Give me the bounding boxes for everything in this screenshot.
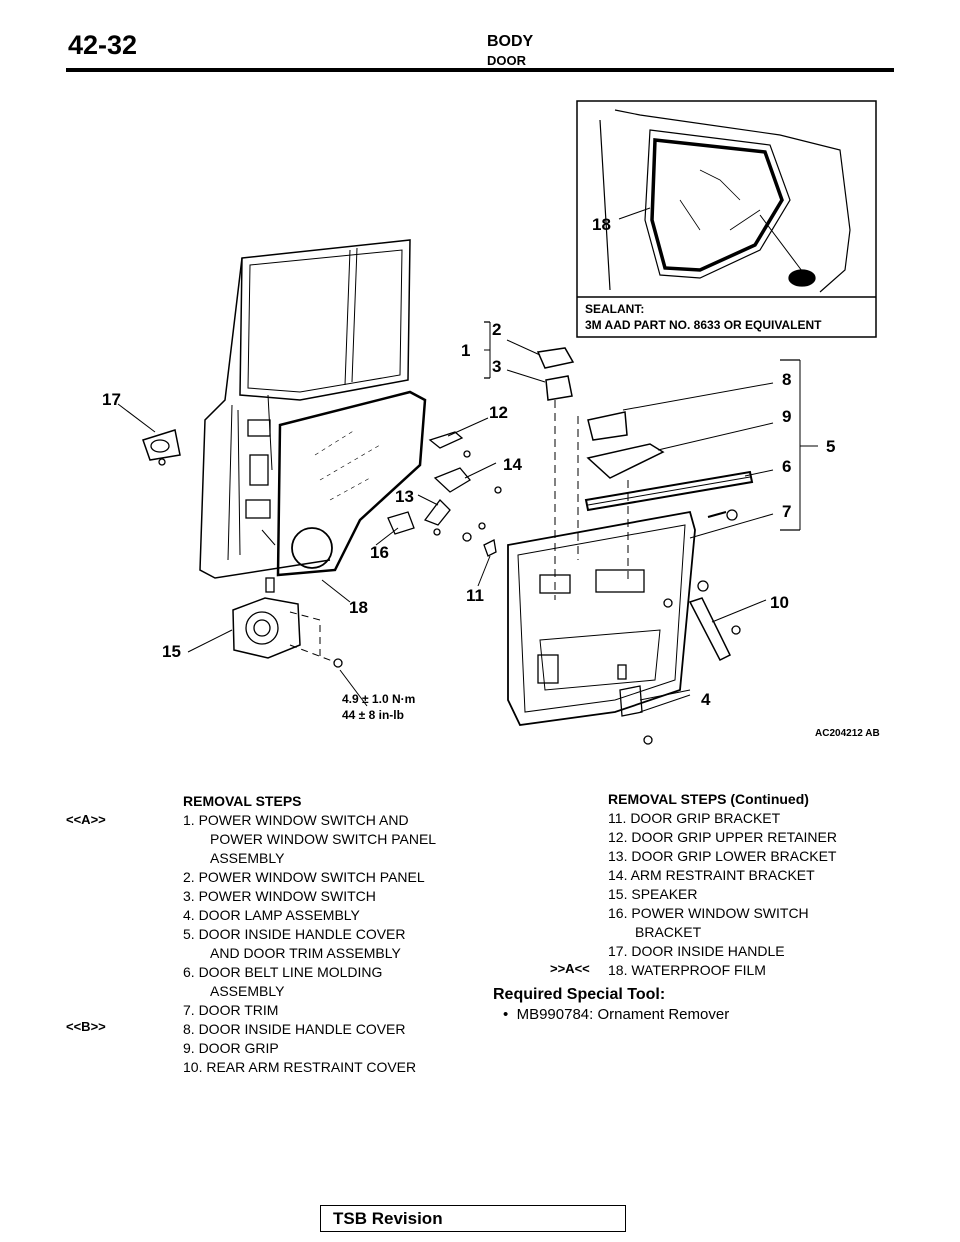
callout-4: 4: [701, 690, 711, 709]
list-item: 13. DOOR GRIP LOWER BRACKET: [608, 848, 837, 864]
marker-a: <<A>>: [66, 812, 106, 827]
callout-8: 8: [782, 370, 792, 389]
removal-steps-continued-title: REMOVAL STEPS (Continued): [608, 791, 809, 807]
callout-17: 17: [102, 390, 121, 409]
callout-18-main: 18: [349, 598, 368, 617]
list-item: 6. DOOR BELT LINE MOLDING: [183, 964, 383, 980]
list-item: 17. DOOR INSIDE HANDLE: [608, 943, 785, 959]
list-item: 1. POWER WINDOW SWITCH AND: [183, 812, 409, 828]
list-item: 12. DOOR GRIP UPPER RETAINER: [608, 829, 837, 845]
list-item: 11. DOOR GRIP BRACKET: [608, 810, 781, 826]
removal-steps-title: REMOVAL STEPS: [183, 793, 302, 809]
callout-18-inset: 18: [592, 215, 611, 234]
list-item: 14. ARM RESTRAINT BRACKET: [608, 867, 815, 883]
sealant-spec: 3M AAD PART NO. 8633 OR EQUIVALENT: [585, 318, 822, 332]
callout-3: 3: [492, 357, 502, 376]
figure-code: AC204212 AB: [815, 728, 880, 739]
callout-14: 14: [503, 455, 522, 474]
callout-12: 12: [489, 403, 508, 422]
torque-inlb: 44 ± 8 in-lb: [342, 708, 404, 722]
callout-6: 6: [782, 457, 792, 476]
list-item: 2. POWER WINDOW SWITCH PANEL: [183, 869, 425, 885]
list-item: POWER WINDOW SWITCH PANEL: [210, 831, 437, 847]
list-item: 16. POWER WINDOW SWITCH: [608, 905, 809, 921]
list-item: 10. REAR ARM RESTRAINT COVER: [183, 1059, 417, 1075]
callout-2: 2: [492, 320, 502, 339]
list-item: 15. SPEAKER: [608, 886, 698, 902]
list-item: 18. WATERPROOF FILM: [608, 962, 766, 978]
callout-13: 13: [395, 487, 414, 506]
bullet-icon: •: [503, 1006, 517, 1023]
list-item: AND DOOR TRIM ASSEMBLY: [210, 945, 401, 961]
callout-7: 7: [782, 502, 792, 521]
page-number: 42-32: [68, 30, 138, 60]
tsb-revision-label: TSB Revision: [333, 1209, 443, 1228]
list-item: 8. DOOR INSIDE HANDLE COVER: [183, 1021, 406, 1037]
section-title: BODY: [487, 33, 534, 50]
list-item: 9. DOOR GRIP: [183, 1040, 279, 1056]
door-exploded-diagram: [117, 100, 877, 745]
callout-15: 15: [162, 642, 181, 661]
callout-10: 10: [770, 593, 789, 612]
list-item: 5. DOOR INSIDE HANDLE COVER: [183, 926, 406, 942]
list-item: 4. DOOR LAMP ASSEMBLY: [183, 907, 360, 923]
callout-9: 9: [782, 407, 792, 426]
callout-16: 16: [370, 543, 389, 562]
list-item: BRACKET: [635, 924, 702, 940]
special-tool-item: • MB990784: Ornament Remover: [503, 1006, 729, 1023]
special-tool-heading: Required Special Tool:: [493, 986, 666, 1003]
marker-a-install: >>A<<: [550, 961, 590, 976]
section-subtitle: DOOR: [487, 53, 526, 68]
special-tool-item-text: MB990784: Ornament Remover: [516, 1006, 730, 1023]
list-item: 7. DOOR TRIM: [183, 1002, 279, 1018]
callout-11: 11: [466, 586, 484, 605]
callout-1: 1: [461, 341, 471, 360]
list-item: ASSEMBLY: [210, 850, 285, 866]
header-rule: [66, 68, 894, 72]
sealant-inset-box: [576, 100, 877, 338]
tsb-revision-box: [320, 1205, 626, 1232]
marker-b: <<B>>: [66, 1019, 106, 1034]
callout-5: 5: [826, 437, 836, 456]
sealant-label: SEALANT:: [585, 302, 645, 316]
list-item: 3. POWER WINDOW SWITCH: [183, 888, 376, 904]
list-item: ASSEMBLY: [210, 983, 285, 999]
torque-nm: 4.9 ± 1.0 N·m: [342, 692, 416, 706]
